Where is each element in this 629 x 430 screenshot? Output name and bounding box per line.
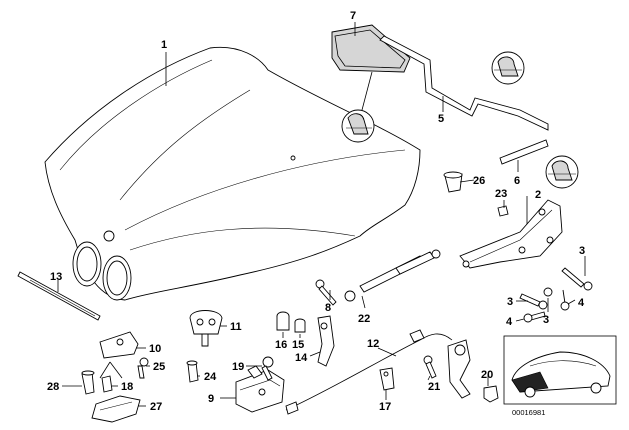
- strip-6: [499, 139, 549, 165]
- callout-3-upper: 3: [579, 245, 585, 257]
- callout-labels: 1 2 3 3 3 4 4 5 6 7 8 9 10 11 12 13 14 1…: [47, 10, 585, 417]
- bolt-4-right: [560, 289, 570, 311]
- callout-24: 24: [204, 371, 217, 383]
- image-code: 00016981: [512, 408, 545, 417]
- detail-circle-right-top: [491, 51, 525, 85]
- buffer-26: [443, 171, 463, 193]
- cable-12: [285, 329, 453, 415]
- callout-27: 27: [150, 401, 162, 413]
- callout-16: 16: [275, 339, 287, 351]
- nut-23: [497, 205, 509, 217]
- bolt-3-mid: [519, 293, 548, 310]
- seal-5: [379, 35, 549, 131]
- callout-28: 28: [47, 381, 59, 393]
- release-lever: [447, 339, 471, 399]
- gasket-7: [331, 24, 411, 73]
- callout-7: 7: [350, 10, 356, 22]
- callout-26: 26: [473, 175, 485, 187]
- callout-18: 18: [121, 381, 133, 393]
- emblem: [103, 230, 115, 242]
- hood-panel: [44, 46, 421, 301]
- screw-19: [261, 356, 274, 381]
- callout-14: 14: [295, 352, 308, 364]
- callout-3-middle: 3: [507, 296, 513, 308]
- callout-13: 13: [50, 271, 62, 283]
- callout-23: 23: [495, 188, 507, 200]
- callout-1: 1: [161, 39, 167, 51]
- callout-4-left: 4: [506, 316, 513, 328]
- bolt-21: [423, 355, 437, 379]
- bolt-3-lower: [543, 287, 553, 297]
- lock-9: [235, 365, 285, 413]
- callout-20: 20: [481, 369, 493, 381]
- handle-20: [483, 385, 499, 403]
- callout-17: 17: [379, 401, 391, 413]
- hinge-2: [459, 199, 563, 269]
- gas-strut-22: [344, 249, 441, 302]
- bushing-15: [294, 318, 306, 333]
- callout-3-lower: 3: [543, 314, 549, 326]
- bushing-16: [276, 311, 290, 331]
- bolt-4-left: [523, 311, 546, 323]
- callout-25: 25: [153, 361, 165, 373]
- bracket-27: [91, 395, 141, 423]
- leader-lines: [57, 22, 586, 407]
- callout-11: 11: [230, 321, 242, 333]
- clip-17: [379, 367, 395, 391]
- callout-4-right: 4: [578, 297, 585, 309]
- catch-10: [99, 331, 139, 379]
- lever-14: [317, 315, 335, 367]
- vehicle-thumbnail: [503, 335, 617, 405]
- callout-22: 22: [358, 313, 370, 325]
- screw-25: [137, 357, 149, 379]
- bolt-3-right: [561, 267, 593, 291]
- callout-21: 21: [428, 381, 440, 393]
- callout-6: 6: [514, 175, 520, 187]
- seal-strip-13: [17, 271, 101, 321]
- pin-24: [186, 360, 199, 383]
- callout-10: 10: [149, 343, 161, 355]
- callout-5: 5: [438, 113, 444, 125]
- callout-9: 9: [208, 393, 214, 405]
- rivet-18: [101, 375, 113, 393]
- callout-8: 8: [325, 302, 331, 314]
- bolt-28: [81, 370, 95, 395]
- callout-12: 12: [367, 338, 379, 350]
- callout-2: 2: [535, 189, 541, 201]
- bracket-11: [189, 310, 223, 347]
- callout-19: 19: [232, 361, 244, 373]
- pin-8: [315, 279, 337, 306]
- detail-circle-right-bottom: [545, 155, 579, 189]
- detail-circle-top: [341, 71, 375, 143]
- callout-15: 15: [292, 339, 304, 351]
